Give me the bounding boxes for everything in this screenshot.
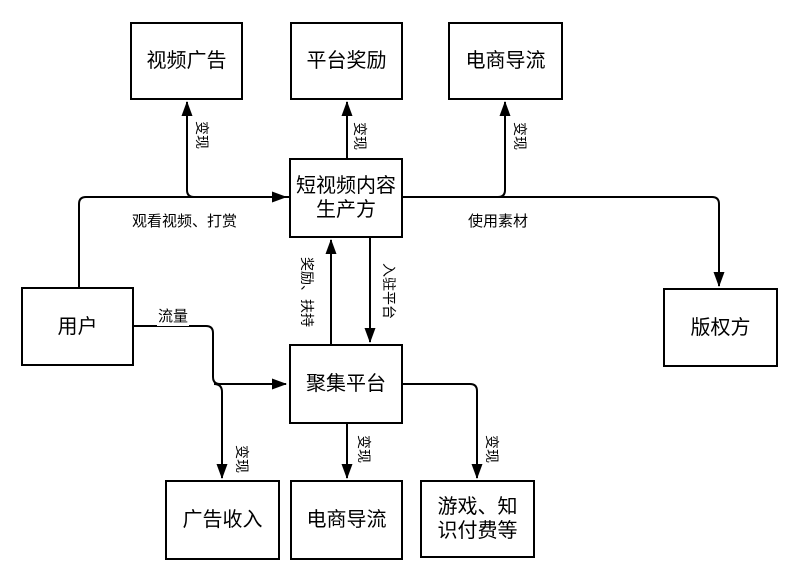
node-games-knowledge-pay-label: 游戏、知 识付费等 bbox=[437, 496, 518, 542]
edge-label-join-platform: 入驻平台 bbox=[379, 262, 399, 320]
edge-user-to-producer bbox=[78, 191, 287, 287]
edge-label-use-material: 使用素材 bbox=[467, 210, 530, 231]
edge-label-reward-support: 奖励、扶持 bbox=[297, 256, 317, 328]
node-ecommerce-traffic-top: 电商导流 bbox=[448, 22, 563, 100]
node-platform-rewards-label: 平台奖励 bbox=[306, 50, 387, 72]
edge-label-traffic: 流量 bbox=[157, 305, 190, 326]
edge-label-monetize-platform-rewards: 变现 bbox=[350, 121, 370, 151]
node-ecommerce-traffic-top-label: 电商导流 bbox=[465, 50, 546, 72]
edge-producer-to-ecommerce-top bbox=[403, 101, 511, 198]
node-ad-revenue-label: 广告收入 bbox=[182, 509, 263, 531]
node-short-video-producer-label: 短视频内容 生产方 bbox=[296, 175, 396, 221]
node-games-knowledge-pay: 游戏、知 识付费等 bbox=[420, 480, 535, 558]
edge-label-monetize-ecommerce-top: 变现 bbox=[510, 121, 530, 151]
node-copyright-holder-label: 版权方 bbox=[690, 316, 751, 339]
edge-platform-to-games bbox=[403, 383, 483, 479]
node-aggregation-platform: 聚集平台 bbox=[289, 344, 403, 424]
node-video-ads: 视频广告 bbox=[130, 22, 243, 100]
node-short-video-producer: 短视频内容 生产方 bbox=[289, 158, 403, 238]
edge-label-monetize-ad-revenue: 变现 bbox=[232, 444, 252, 474]
node-ecommerce-traffic-bottom-label: 电商导流 bbox=[306, 509, 387, 531]
edge-platform-to-ad-revenue bbox=[213, 383, 228, 479]
node-platform-rewards: 平台奖励 bbox=[290, 22, 403, 100]
edge-user-to-platform bbox=[134, 325, 287, 390]
node-copyright-holder: 版权方 bbox=[663, 288, 778, 367]
node-ad-revenue: 广告收入 bbox=[165, 480, 280, 560]
edge-producer-to-video-ads bbox=[181, 101, 289, 198]
edge-label-watch-video-tip: 观看视频、打赏 bbox=[131, 210, 239, 231]
node-ecommerce-traffic-bottom: 电商导流 bbox=[290, 480, 403, 560]
edge-label-monetize-ecommerce-bottom: 变现 bbox=[354, 434, 374, 464]
node-aggregation-platform-label: 聚集平台 bbox=[306, 373, 386, 395]
edge-label-monetize-video-ads: 变现 bbox=[192, 120, 212, 150]
node-video-ads-label: 视频广告 bbox=[146, 50, 227, 72]
edge-producer-to-copyright bbox=[403, 196, 725, 287]
node-user: 用户 bbox=[21, 287, 134, 366]
node-user-label: 用户 bbox=[57, 315, 98, 338]
edge-label-monetize-games: 变现 bbox=[482, 434, 502, 464]
